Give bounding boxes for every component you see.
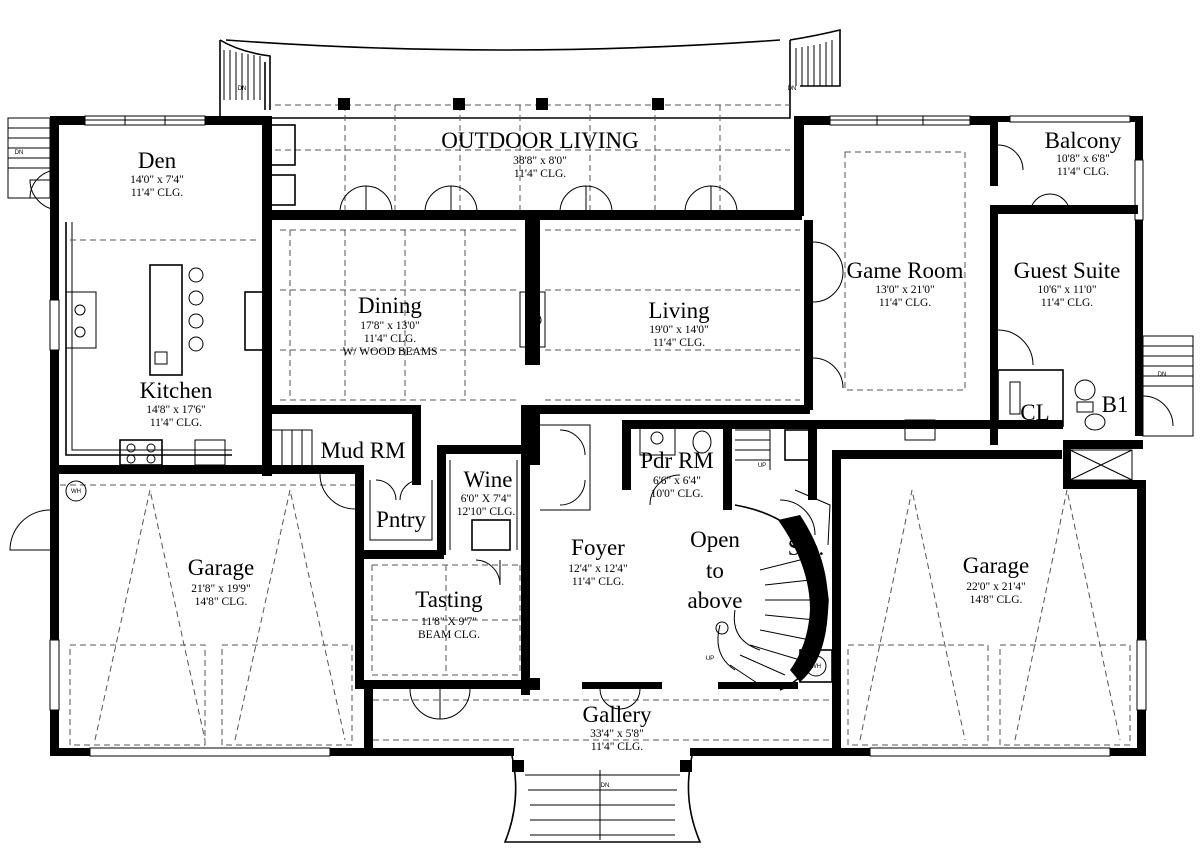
dn-tag-terrace-left: DN bbox=[238, 86, 247, 92]
garage-left-name: Garage bbox=[188, 555, 254, 580]
outdoor-living-name: OUTDOOR LIVING bbox=[441, 128, 638, 153]
gallery-name: Gallery bbox=[583, 702, 652, 727]
pdr-rm-name: Pdr RM bbox=[640, 448, 714, 473]
open-above-line3: above bbox=[688, 588, 743, 613]
guest-suite-dim: 10'6" x 11'0" bbox=[1037, 284, 1096, 296]
pdr-rm-dim: 6'6" x 6'4" bbox=[653, 475, 701, 487]
pdr-rm-clg: 10'0" CLG. bbox=[651, 488, 704, 500]
den-dim: 14'0" x 7'4" bbox=[130, 174, 184, 186]
living-clg: 11'4" CLG. bbox=[653, 337, 705, 349]
cl-name: CL bbox=[1020, 400, 1049, 425]
den-name: Den bbox=[138, 148, 177, 173]
tasting-clg: BEAM CLG. bbox=[418, 629, 480, 641]
dn-tag-den-stair: DN bbox=[15, 150, 24, 156]
tasting-name: Tasting bbox=[415, 587, 483, 612]
balcony-clg: 11'4" CLG. bbox=[1057, 166, 1109, 178]
dn-tag-entry: DN bbox=[601, 783, 610, 789]
garage-left-dim: 21'8" x 19'9" bbox=[191, 583, 251, 595]
guest-suite-clg: 11'4" CLG. bbox=[1041, 297, 1093, 309]
open-above-line1: Open bbox=[690, 527, 740, 552]
den-exterior-stair bbox=[7, 117, 59, 199]
outdoor-living-area bbox=[219, 28, 841, 213]
dining-clg: 11'4" CLG. bbox=[364, 333, 416, 345]
terrace-stair-left bbox=[223, 50, 261, 100]
garage-right-dim: 22'0" x 21'4" bbox=[966, 581, 1026, 593]
terrace-stair-right bbox=[795, 40, 833, 86]
game-room-clg: 11'4" CLG. bbox=[879, 297, 931, 309]
garage-left-clg: 14'8" CLG. bbox=[195, 596, 248, 608]
game-room-name: Game Room bbox=[847, 258, 964, 283]
kitchen-name: Kitchen bbox=[140, 378, 213, 403]
windows bbox=[49, 115, 1147, 757]
game-room-dim: 13'0" x 21'0" bbox=[875, 284, 935, 296]
gallery-area bbox=[364, 688, 841, 843]
up-tag-spiral-stair: UP bbox=[706, 656, 714, 662]
living-dim: 19'0" x 14'0" bbox=[649, 324, 709, 336]
exterior-walls bbox=[50, 116, 1146, 756]
foyer-dim: 12'4" x 12'4" bbox=[568, 563, 628, 575]
kitchen-dim: 14'8" x 17'6" bbox=[146, 404, 206, 416]
outdoor-living-clg: 11'4" CLG. bbox=[514, 168, 566, 180]
guest-exterior-stair bbox=[1142, 335, 1194, 437]
up-tag-service-stair: UP bbox=[758, 463, 766, 469]
sto-name: Sto. bbox=[788, 535, 824, 560]
garage-right-clg: 14'8" CLG. bbox=[970, 594, 1023, 606]
wine-dim: 6'0" X 7'4" bbox=[461, 493, 512, 505]
foyer-clg: 11'4" CLG. bbox=[572, 576, 624, 588]
garage-left bbox=[9, 473, 356, 746]
open-above-line2: to bbox=[706, 558, 724, 583]
wine-clg: 12'10" CLG. bbox=[457, 506, 516, 518]
den-door bbox=[29, 179, 60, 211]
living-name: Living bbox=[648, 298, 710, 323]
b1-name: B1 bbox=[1102, 392, 1129, 417]
dining-name: Dining bbox=[358, 293, 422, 318]
dining-note: W/ WOOD BEAMS bbox=[343, 346, 438, 358]
balcony-dim: 10'8" x 6'8" bbox=[1056, 153, 1110, 165]
guest-suite-name: Guest Suite bbox=[1014, 258, 1121, 283]
wh-tag-right: WH bbox=[811, 664, 821, 670]
kitchen-area bbox=[50, 124, 296, 476]
wine-name: Wine bbox=[464, 467, 513, 492]
game-guest-area bbox=[813, 116, 1143, 489]
foyer-name: Foyer bbox=[571, 535, 625, 560]
wh-tag-left: WH bbox=[71, 489, 81, 495]
center-rooms bbox=[272, 405, 817, 695]
dn-tag-guest-stair: DN bbox=[1158, 372, 1167, 378]
den-clg: 11'4" CLG. bbox=[131, 187, 183, 199]
garage-right bbox=[832, 450, 1131, 750]
dn-tag-terrace-right: DN bbox=[788, 86, 797, 92]
balcony-name: Balcony bbox=[1045, 128, 1122, 153]
outdoor-living-dim: 38'8" x 8'0" bbox=[513, 155, 567, 167]
dining-dim: 17'8" x 13'0" bbox=[360, 320, 420, 332]
garage-right-name: Garage bbox=[963, 553, 1029, 578]
gallery-clg: 11'4" CLG. bbox=[591, 741, 643, 753]
tasting-dim: 11'8" X 9'7" bbox=[421, 616, 477, 628]
gallery-dim: 33'4" x 5'8" bbox=[590, 728, 644, 740]
pntry-name: Pntry bbox=[376, 507, 426, 532]
water-heater-left: WH bbox=[65, 480, 87, 502]
water-heater-right: WH bbox=[805, 655, 827, 677]
mud-rm-name: Mud RM bbox=[321, 438, 406, 463]
foyer-area bbox=[530, 489, 833, 691]
kitchen-clg: 11'4" CLG. bbox=[150, 417, 202, 429]
